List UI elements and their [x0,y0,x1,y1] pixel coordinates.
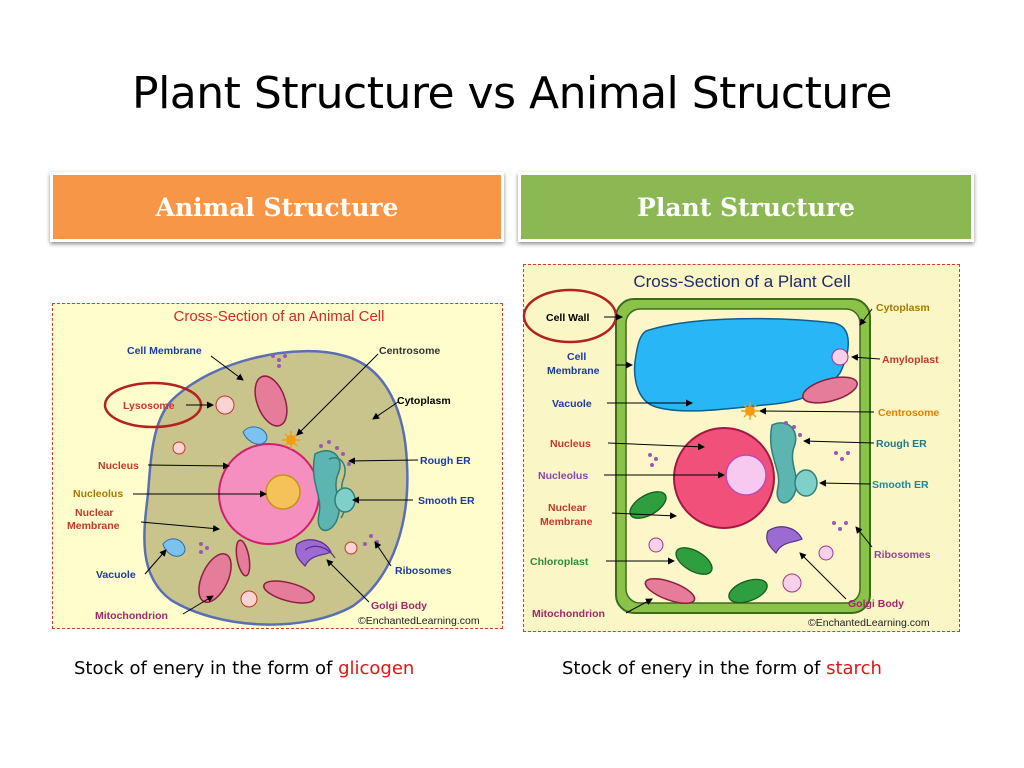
plant-label-nucleolus: Nucleolus [538,470,588,482]
animal-label-rough-er: Rough ER [420,455,471,467]
animal-lysosome-shape-3 [240,590,258,608]
animal-label-cell-membrane: Cell Membrane [127,345,202,357]
plant-diagram-title: Cross-Section of a Plant Cell [633,272,850,291]
animal-golgi-shape [295,539,336,568]
plant-label-nucleus: Nucleus [550,438,591,450]
animal-caption-text: Stock of enery in the form of [74,658,339,679]
animal-label-nuclear-membrane-1: Nuclear [75,507,114,519]
plant-mitochondria-shapes [644,376,858,605]
animal-cell-svg: Cross-Section of an Animal Cell [67,308,480,627]
plant-leader-lines [604,308,881,614]
plant-label-amyloplast: Amyloplast [882,354,939,366]
plant-label-golgi-body: Golgi Body [848,598,904,610]
plant-label-ribosomes: Ribosomes [874,549,931,561]
animal-label-nucleus: Nucleus [98,460,139,472]
plant-small-vesicle-2 [782,573,802,593]
plant-centrosome-shape [741,402,759,420]
plant-vacuole-shape [633,317,849,412]
animal-label-mitochondrion: Mitochondrion [95,610,168,622]
animal-lysosome-shape [215,395,235,415]
plant-cell-diagram: Cross-Section of a Plant Cell [522,264,960,632]
plant-label-rough-er: Rough ER [876,438,927,450]
animal-caption-highlight: glicogen [338,658,415,679]
animal-vacuole-shape [162,538,186,557]
plant-golgi-shape [766,526,803,555]
slide-title: Plant Structure vs Animal Structure [132,68,892,119]
plant-label-vacuole: Vacuole [552,398,592,410]
plant-nucleolus-shape [725,454,767,496]
plant-structure-header: Plant Structure [518,172,974,242]
plant-label-nuclear-membrane-2: Membrane [540,516,593,528]
animal-label-golgi-body: Golgi Body [371,600,427,612]
animal-label-cytoplasm: Cytoplasm [397,395,451,407]
plant-energy-caption: Stock of enery in the form of starch [562,658,882,679]
animal-label-nucleolus: Nucleolus [73,488,123,500]
animal-vacuole-shape-2 [242,426,268,445]
plant-label-chloroplast: Chloroplast [530,556,589,568]
plant-label-cell-membrane-1: Cell [567,351,586,363]
animal-label-nuclear-membrane-2: Membrane [67,520,120,532]
animal-label-vacuole: Vacuole [96,569,136,581]
animal-label-centrosome: Centrosome [379,345,440,357]
animal-lysosome-shape-4 [344,541,358,555]
animal-lysosome-shape-2 [172,441,186,455]
plant-er-shape [770,422,818,504]
animal-centrosome-shape [282,431,300,449]
plant-label-smooth-er: Smooth ER [872,479,929,491]
animal-er-shape [312,450,356,532]
plant-label-centrosome: Centrosome [878,407,939,419]
plant-small-vesicle [648,537,664,553]
plant-ribosome-dots [648,421,850,531]
animal-label-ribosomes: Ribosomes [395,565,452,577]
plant-label-cell-membrane-2: Membrane [547,365,600,377]
plant-chloroplast-shapes [629,491,768,604]
plant-small-vesicle-3 [818,545,834,561]
animal-cell-diagram: Cross-Section of an Animal Cell [52,303,503,629]
animal-leader-lines [133,353,419,615]
animal-structure-header: Animal Structure [50,172,504,242]
plant-label-mitochondrion: Mitochondrion [532,608,605,620]
animal-energy-caption: Stock of enery in the form of glicogen [74,658,414,679]
animal-diagram-credit: ©EnchantedLearning.com [358,615,480,627]
plant-label-cytoplasm: Cytoplasm [876,302,930,314]
plant-cell-svg: Cross-Section of a Plant Cell [522,272,939,629]
plant-diagram-credit: ©EnchantedLearning.com [808,617,930,629]
plant-caption-text: Stock of enery in the form of [562,658,827,679]
plant-caption-highlight: starch [826,658,882,679]
animal-diagram-title: Cross-Section of an Animal Cell [174,308,385,325]
plant-amyloplast-shape [831,348,849,366]
animal-label-smooth-er: Smooth ER [418,495,475,507]
animal-nucleolus-shape [265,474,301,510]
animal-label-lysosome: Lysosome [123,400,175,412]
animal-mitochondria-shapes [198,375,315,604]
plant-label-cell-wall: Cell Wall [546,312,589,324]
plant-label-nuclear-membrane-1: Nuclear [548,502,587,514]
